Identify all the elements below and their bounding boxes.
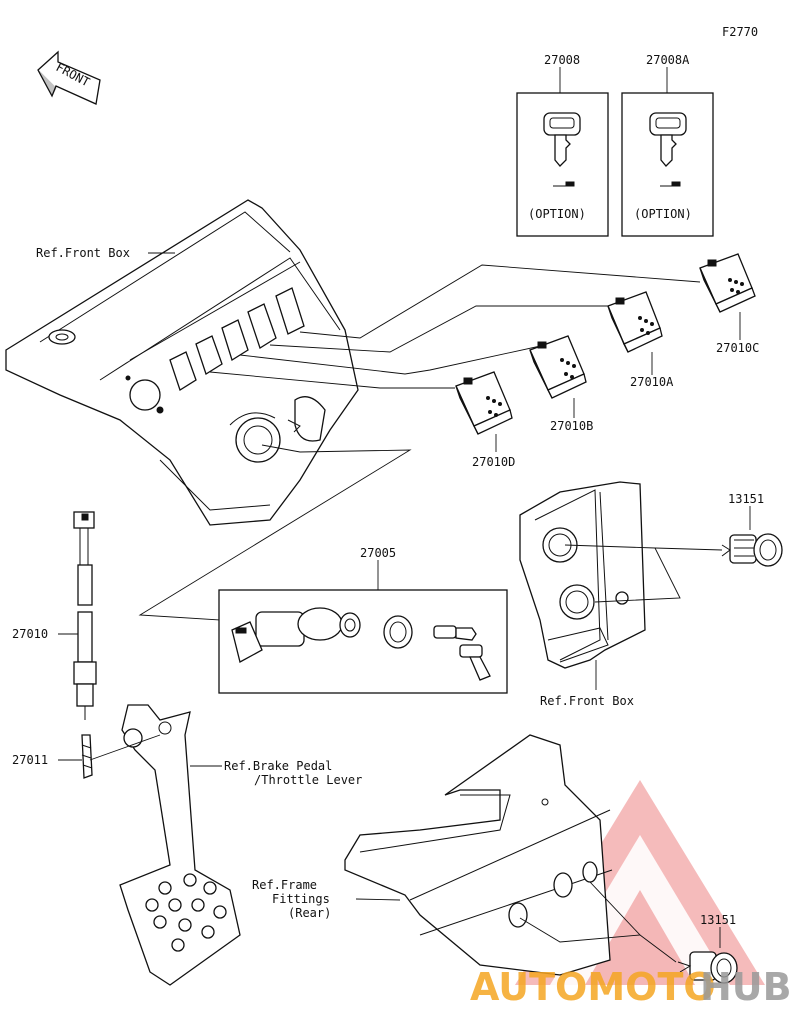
- ref-frame-line3: (Rear): [288, 906, 331, 920]
- brake-pedal: [119, 704, 241, 986]
- part-number-brake-part: 27011: [12, 753, 48, 767]
- part-number-switch-a: 27010A: [630, 375, 674, 389]
- lock-nut-icon: [383, 615, 413, 649]
- leader-line: [355, 898, 401, 901]
- leader-line: [519, 881, 641, 943]
- option-label-alt: (OPTION): [634, 207, 692, 221]
- watermark-text-main: AUTOMOTO: [470, 965, 716, 1009]
- key-icon: [543, 112, 581, 187]
- rocker-switch-d: [455, 371, 513, 435]
- frame-fittings-rear: [344, 734, 613, 976]
- leader-line: [269, 305, 620, 353]
- part-number-switch-c: 27010C: [716, 341, 759, 355]
- rocker-switch-a: [607, 291, 663, 353]
- ref-brake-pedal-line1: Ref.Brake Pedal: [224, 759, 332, 773]
- part-number-switch-d: 27010D: [472, 455, 515, 469]
- watermark-text-suffix: HUB: [700, 965, 792, 1009]
- part-number-key-alt: 27008A: [646, 53, 690, 67]
- front-box-socket-panel: [519, 481, 646, 669]
- ref-front-box-top: Ref.Front Box: [36, 246, 130, 260]
- key-icon: [649, 112, 687, 187]
- rocker-switch-c: [699, 253, 756, 313]
- key-pair-icon: [433, 625, 491, 681]
- leader-line: [564, 544, 681, 603]
- power-socket-icon: [721, 533, 783, 567]
- leader-line: [639, 934, 677, 963]
- figure-code: F2770: [722, 25, 758, 39]
- leader-line: [138, 444, 412, 626]
- leader-line: [239, 344, 546, 375]
- ignition-switch-icon: [231, 607, 361, 663]
- part-number-ignition-assy: 27005: [360, 546, 396, 560]
- front-arrow-icon: FRONT: [37, 50, 101, 105]
- leader-line: [89, 734, 161, 761]
- power-socket-icon: [677, 951, 738, 984]
- part-number-switch-b: 27010B: [550, 419, 593, 433]
- ref-brake-pedal-line2: /Throttle Lever: [254, 773, 362, 787]
- leader-line: [654, 547, 723, 551]
- ref-front-box-right: Ref.Front Box: [540, 694, 634, 708]
- part-number-brake-switch: 27010: [12, 627, 48, 641]
- part-number-socket-top: 13151: [728, 492, 764, 506]
- part-number-key: 27008: [544, 53, 580, 67]
- option-label: (OPTION): [528, 207, 586, 221]
- brake-switch-icon: [73, 511, 97, 720]
- part-number-socket-bottom: 13151: [700, 913, 736, 927]
- ref-frame-line2: Fittings: [272, 892, 330, 906]
- rocker-switch-b: [529, 335, 587, 399]
- front-box-dashboard: [5, 199, 359, 526]
- spring-icon: [81, 734, 93, 779]
- leader-line: [209, 371, 455, 389]
- ref-frame-line1: Ref.Frame: [252, 878, 317, 892]
- leader-line: [299, 264, 701, 339]
